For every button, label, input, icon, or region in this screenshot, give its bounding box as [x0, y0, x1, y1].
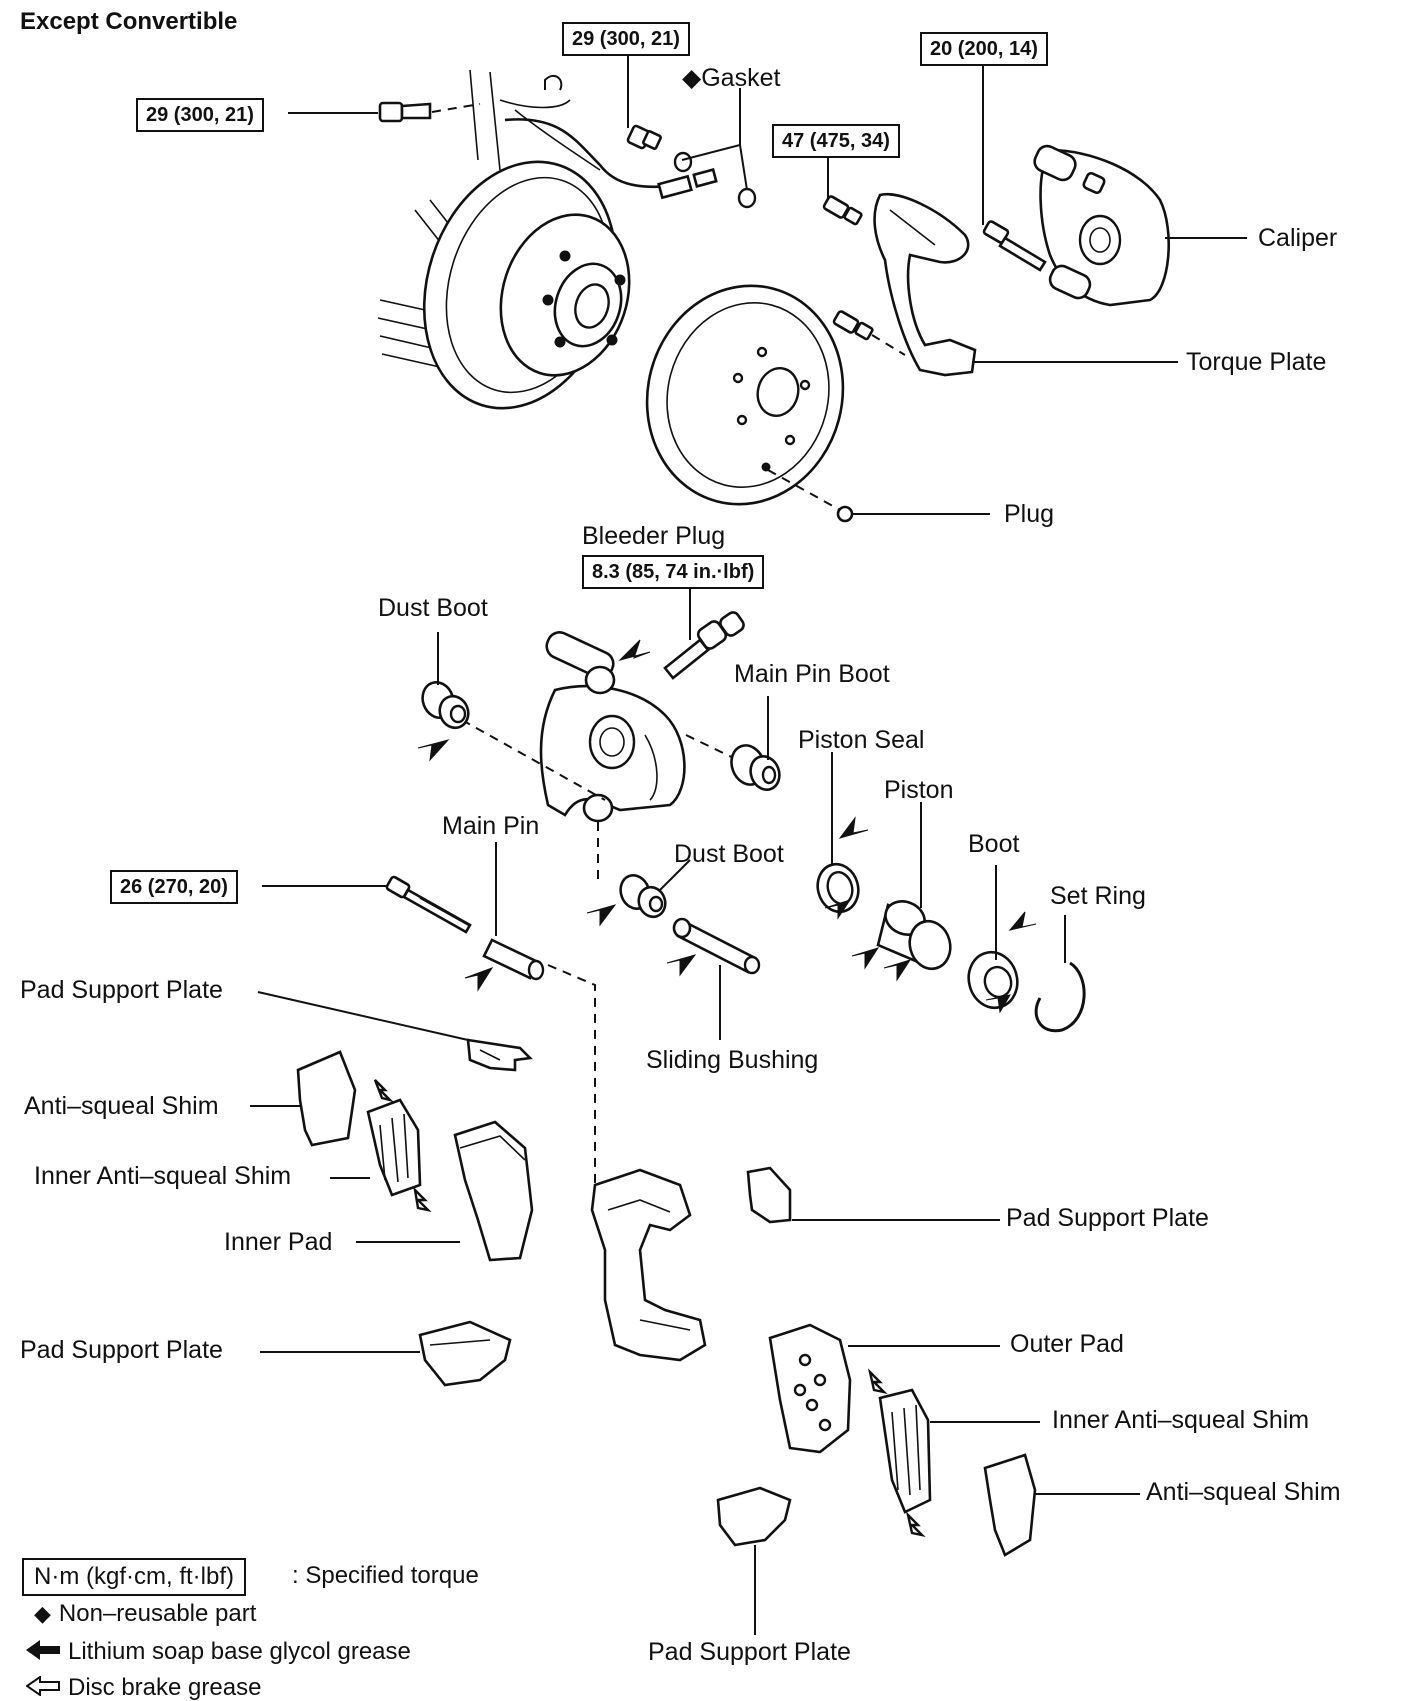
label-gasket: ◆Gasket: [682, 66, 780, 91]
label-pad-support-plate-2: Pad Support Plate: [1006, 1204, 1209, 1232]
sliding-bushing-part: [672, 917, 761, 975]
leaders-top: [288, 48, 1247, 515]
brake-hose: [504, 74, 718, 200]
label-main-pin-boot: Main Pin Boot: [734, 660, 890, 688]
non-reusable-diamond-icon: ◆: [682, 64, 702, 92]
legend-non-reusable-text: Non–reusable part: [58, 1600, 257, 1627]
inner-pad-part: [453, 1120, 534, 1262]
pad-support-plate-1-part: [466, 1038, 533, 1072]
main-pin-part: [482, 938, 545, 981]
legend-disc-text: Disc brake grease: [68, 1674, 262, 1701]
label-anti-squeal-shim-2: Anti–squeal Shim: [1146, 1478, 1341, 1506]
inner-anti-squeal-shim-1-part: [366, 1079, 432, 1212]
outer-pad-part: [768, 1323, 852, 1454]
pad-support-plate-3-part: [418, 1320, 512, 1387]
legend-disc: Disc brake grease: [25, 1674, 262, 1701]
pad-support-plate-4-part: [716, 1486, 792, 1547]
filled-arrow-icon: [26, 1640, 60, 1664]
hollow-arrow-icon: [25, 1675, 60, 1700]
lithium-grease-arrows: [417, 639, 1037, 1014]
label-dust-boot-2: Dust Boot: [674, 840, 784, 868]
disc-rotor: [645, 284, 854, 523]
piston-seal: [816, 862, 860, 914]
union-bolt: [626, 124, 757, 209]
piston: [876, 900, 952, 971]
torque-plate-bottom: [590, 1168, 707, 1362]
label-boot: Boot: [968, 830, 1020, 858]
legend-unit-box: N·m (kgf·cm, ft·lbf): [22, 1558, 246, 1597]
diamond-icon: ◆: [34, 1601, 51, 1626]
torque-spec-6: 26 (270, 20): [110, 870, 238, 904]
torque-spec-2: 29 (300, 21): [136, 98, 264, 132]
label-set-ring: Set Ring: [1050, 882, 1146, 910]
page-title: Except Convertible: [20, 8, 238, 35]
label-sliding-bushing: Sliding Bushing: [646, 1046, 819, 1074]
label-caliper: Caliper: [1258, 224, 1338, 252]
banjo-bolt-left: [378, 101, 481, 123]
pad-support-plate-2-part: [746, 1166, 792, 1224]
anti-squeal-shim-2-part: [983, 1453, 1037, 1557]
label-dust-boot-1: Dust Boot: [378, 594, 488, 622]
label-torque-plate: Torque Plate: [1186, 348, 1327, 376]
torque-spec-1: 29 (300, 21): [562, 22, 690, 56]
label-pad-support-plate-4: Pad Support Plate: [648, 1638, 851, 1666]
torque-spec-4: 47 (475, 34): [772, 124, 900, 158]
label-piston: Piston: [884, 776, 954, 804]
leaders-middle: [262, 586, 1066, 1040]
legend-lithium-text: Lithium soap base glycol grease: [68, 1638, 411, 1665]
leaders-bottom: [250, 991, 1140, 1635]
backing-plate: [422, 160, 631, 410]
label-anti-squeal-shim-1: Anti–squeal Shim: [24, 1092, 219, 1120]
torque-plate-top: [822, 192, 977, 377]
torque-spec-5: 8.3 (85, 74 in.·lbf): [582, 555, 765, 589]
label-pad-support-plate-3: Pad Support Plate: [20, 1336, 223, 1364]
dust-boot-2: [619, 874, 667, 919]
caliper-top: [982, 144, 1170, 307]
legend-non-reusable: ◆ Non–reusable part: [34, 1602, 256, 1626]
label-piston-seal: Piston Seal: [798, 726, 925, 754]
main-pin-boot: [730, 744, 781, 791]
label-pad-support-plate-1: Pad Support Plate: [20, 976, 223, 1004]
main-pin-bolt: [385, 875, 472, 934]
label-main-pin: Main Pin: [442, 812, 540, 840]
label-bleeder-plug: Bleeder Plug: [582, 522, 726, 550]
set-ring: [1034, 961, 1086, 1033]
label-inner-pad: Inner Pad: [224, 1228, 333, 1256]
label-inner-anti-squeal-shim-1: Inner Anti–squeal Shim: [34, 1162, 292, 1190]
caliper-exploded: [461, 611, 749, 1185]
label-outer-pad: Outer Pad: [1010, 1330, 1124, 1358]
legend-unit-text: : Specified torque: [292, 1562, 479, 1589]
label-inner-anti-squeal-shim-2: Inner Anti–squeal Shim: [1052, 1406, 1310, 1434]
label-plug: Plug: [1004, 500, 1055, 528]
inner-anti-squeal-shim-2-part: [867, 1368, 932, 1537]
dust-boot-1: [421, 681, 470, 730]
label-gasket-text: Gasket: [701, 64, 781, 92]
legend-lithium: Lithium soap base glycol grease: [26, 1640, 411, 1664]
boot-part: [967, 950, 1019, 1010]
anti-squeal-shim-1-part: [296, 1050, 357, 1147]
torque-spec-3: 20 (200, 14): [920, 32, 1048, 66]
